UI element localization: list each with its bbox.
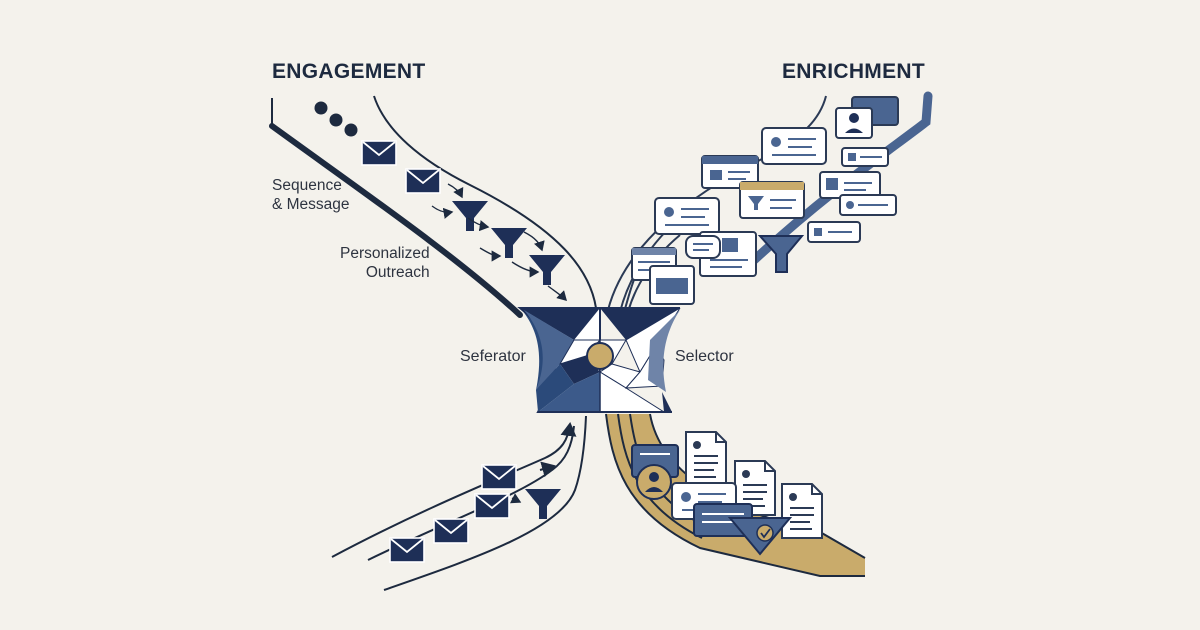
profile-card-icon [701, 155, 759, 189]
user-avatar-icon [631, 444, 679, 500]
profile-card-icon [835, 96, 899, 139]
personalized-label-line2: Outreach [365, 264, 430, 281]
profile-card-icon [761, 127, 827, 165]
selector-label: Selector [675, 348, 734, 365]
envelope-icon [433, 518, 469, 544]
funnel-icon [757, 235, 805, 273]
document-icon [685, 431, 727, 487]
personalized-label-line1: Personalized [340, 245, 430, 262]
profile-card-icon [807, 221, 861, 243]
profile-card-icon [819, 171, 881, 199]
profile-card-icon [654, 197, 720, 235]
sequence-label-line2: & Message [272, 196, 350, 213]
checkmark-icon [727, 517, 793, 556]
personalized-outreach-label: Personalized Outreach [340, 244, 430, 282]
profile-card-icon [649, 265, 695, 305]
central-hub [517, 307, 681, 413]
envelope-icon [405, 168, 441, 194]
message-bubble-icon [685, 235, 721, 259]
profile-card-icon [841, 147, 889, 167]
funnel-icon [491, 228, 527, 258]
engagement-flow-lines [269, 95, 597, 318]
engagement-heading: ENGAGEMENT [272, 60, 426, 83]
funnel-card-icon [739, 181, 805, 219]
profile-card-icon [839, 194, 897, 216]
separator-label: Seferator [460, 348, 526, 365]
sequence-message-label: Sequence & Message [272, 176, 350, 214]
envelope-icon [481, 464, 517, 490]
envelope-icon [474, 493, 510, 519]
envelope-icon [389, 537, 425, 563]
envelope-icon [361, 140, 397, 166]
funnel-icon [529, 255, 565, 285]
flow-arrows [431, 183, 567, 301]
sequence-label-line1: Sequence [272, 177, 342, 194]
funnel-icon [452, 201, 488, 231]
enrichment-heading: ENRICHMENT [782, 60, 925, 83]
document-icon [781, 483, 823, 539]
dot-icon [314, 101, 358, 137]
